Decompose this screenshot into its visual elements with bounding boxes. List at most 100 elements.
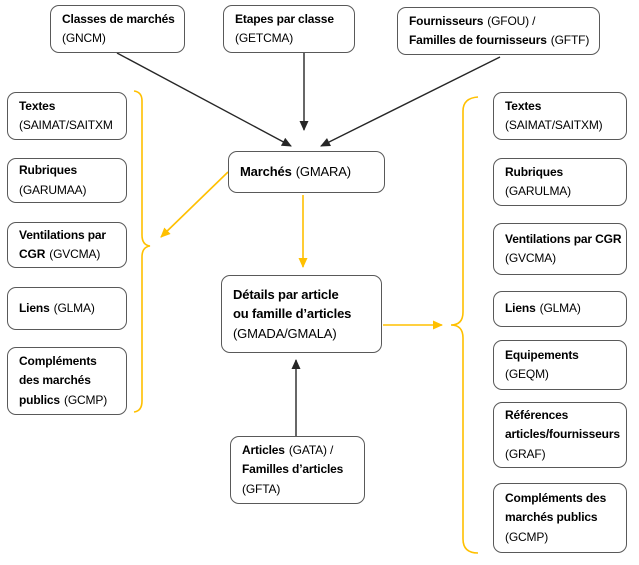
node-line: (GARUMAA) <box>19 181 122 200</box>
name-text: Textes <box>505 98 542 113</box>
node-line: Liens(GLMA) <box>19 299 122 318</box>
code-text: (GFTA) <box>242 481 281 496</box>
node-line: (GCMP) <box>505 528 622 547</box>
name-text: Classes de marchés <box>62 11 175 26</box>
node-ventilations-right: Ventilations par CGR (GVCMA) <box>493 223 627 275</box>
code-text: (GCMP) <box>505 529 549 544</box>
node-line: Classes de marchés <box>62 10 180 29</box>
node-textes-left: Textes (SAIMAT/SAITXM <box>7 92 127 140</box>
node-line: Fournisseurs(GFOU) / <box>409 12 595 31</box>
name-text: Rubriques <box>19 163 77 178</box>
code-text: (GFOU) / <box>487 13 536 28</box>
node-classes-de-marches: Classes de marchés (GNCM) <box>50 5 185 53</box>
node-textes-right: Textes (SAIMAT/SAITXM) <box>493 92 627 140</box>
code-text: (GLMA) <box>53 300 95 315</box>
node-line: (GVCMA) <box>505 249 622 268</box>
node-line: Familles de fournisseurs(GFTF) <box>409 31 595 50</box>
name-text: Familles de fournisseurs <box>409 33 547 47</box>
arrow-marches-to-left-group <box>160 171 229 238</box>
node-line: Articles(GATA) / <box>242 441 360 460</box>
name-text: Ventilations par <box>19 227 106 242</box>
name-text: Détails par article <box>233 286 339 302</box>
brace-left-group <box>133 90 151 413</box>
node-line: Compléments des <box>505 489 622 508</box>
name-text: ou famille d’articles <box>233 306 352 322</box>
node-etapes-par-classe: Etapes par classe (GETCMA) <box>223 5 355 53</box>
name-text: des marchés <box>19 373 91 388</box>
node-details-par-article: Détails par article ou famille d’article… <box>221 275 382 353</box>
node-line: (GMADA/GMALA) <box>233 324 377 344</box>
node-line: Compléments <box>19 352 122 371</box>
name-text: Rubriques <box>505 164 563 179</box>
name-text: Articles <box>242 443 285 458</box>
node-line: (GNCM) <box>62 29 180 48</box>
node-line: des marchés <box>19 371 122 390</box>
node-rubriques-left: Rubriques (GARUMAA) <box>7 158 127 203</box>
node-line: Ventilations par CGR <box>505 230 622 249</box>
name-text: Liens <box>19 300 50 315</box>
node-marches: Marchés(GMARA) <box>228 151 385 193</box>
name-text: Etapes par classe <box>235 11 334 26</box>
node-liens-right: Liens(GLMA) <box>493 291 627 327</box>
code-text: (GLMA) <box>539 301 581 316</box>
code-text: (SAIMAT/SAITXM) <box>505 118 603 132</box>
name-text: Compléments des <box>505 491 607 506</box>
brace-right-group <box>450 96 479 554</box>
node-line: articles/fournisseurs <box>505 425 622 444</box>
node-line: Rubriques <box>505 163 622 182</box>
code-text: (GNCM) <box>62 31 106 45</box>
node-rubriques-right: Rubriques (GARULMA) <box>493 158 627 206</box>
code-text: (GEQM) <box>505 367 549 381</box>
name-text: CGR <box>19 247 46 261</box>
name-text: Compléments <box>19 354 97 369</box>
node-complements-right: Compléments des marchés publics (GCMP) <box>493 483 627 553</box>
node-line: Textes <box>19 97 122 116</box>
node-line: Références <box>505 406 622 425</box>
name-text: Liens <box>505 301 536 316</box>
node-line: (GFTA) <box>242 480 360 499</box>
node-fournisseurs: Fournisseurs(GFOU) / Familles de fournis… <box>397 7 600 55</box>
arrow-fournisseurs-to-marches <box>320 56 501 147</box>
node-line: (GETCMA) <box>235 29 350 48</box>
node-line: Ventilations par <box>19 226 122 245</box>
code-text: (GVCMA) <box>49 247 101 261</box>
code-text: (GVCMA) <box>505 251 556 265</box>
node-line: (GARULMA) <box>505 182 622 201</box>
code-text: (GETCMA) <box>235 31 294 45</box>
node-line: Rubriques <box>19 161 122 180</box>
code-text: (GMARA) <box>295 164 351 180</box>
node-line: Marchés(GMARA) <box>240 162 380 182</box>
name-text: Fournisseurs <box>409 13 484 28</box>
code-text: (GARUMAA) <box>19 182 87 197</box>
code-text: (SAIMAT/SAITXM <box>19 118 113 132</box>
node-line: (GEQM) <box>505 365 622 384</box>
code-text: (GCMP) <box>63 392 108 407</box>
node-line: (GRAF) <box>505 445 622 464</box>
code-text: (GMADA/GMALA) <box>233 325 337 341</box>
node-line: Détails par article <box>233 285 377 305</box>
name-text: Marchés <box>240 164 292 180</box>
node-line: Textes <box>505 97 622 116</box>
name-text: Références <box>505 408 569 423</box>
name-text: articles/fournisseurs <box>505 427 620 442</box>
node-line: (SAIMAT/SAITXM <box>19 116 122 135</box>
name-text: Ventilations par CGR <box>505 231 622 246</box>
node-line: Etapes par classe <box>235 10 350 29</box>
node-equipements: Equipements (GEQM) <box>493 340 627 390</box>
node-liens-left: Liens(GLMA) <box>7 287 127 330</box>
node-line: CGR(GVCMA) <box>19 245 122 264</box>
arrow-classes-to-marches <box>116 52 292 147</box>
node-line: marchés publics <box>505 508 622 527</box>
name-text: Textes <box>19 98 56 113</box>
node-line: Liens(GLMA) <box>505 299 622 318</box>
code-text: (GFTF) <box>550 33 590 47</box>
code-text: (GRAF) <box>505 446 546 461</box>
name-text: Equipements <box>505 347 579 362</box>
node-line: Familles d’articles <box>242 460 360 479</box>
node-line: Equipements <box>505 346 622 365</box>
node-complements-left: Compléments des marchés publics(GCMP) <box>7 347 127 415</box>
name-text: marchés publics <box>505 510 598 525</box>
name-text: publics <box>19 392 60 407</box>
